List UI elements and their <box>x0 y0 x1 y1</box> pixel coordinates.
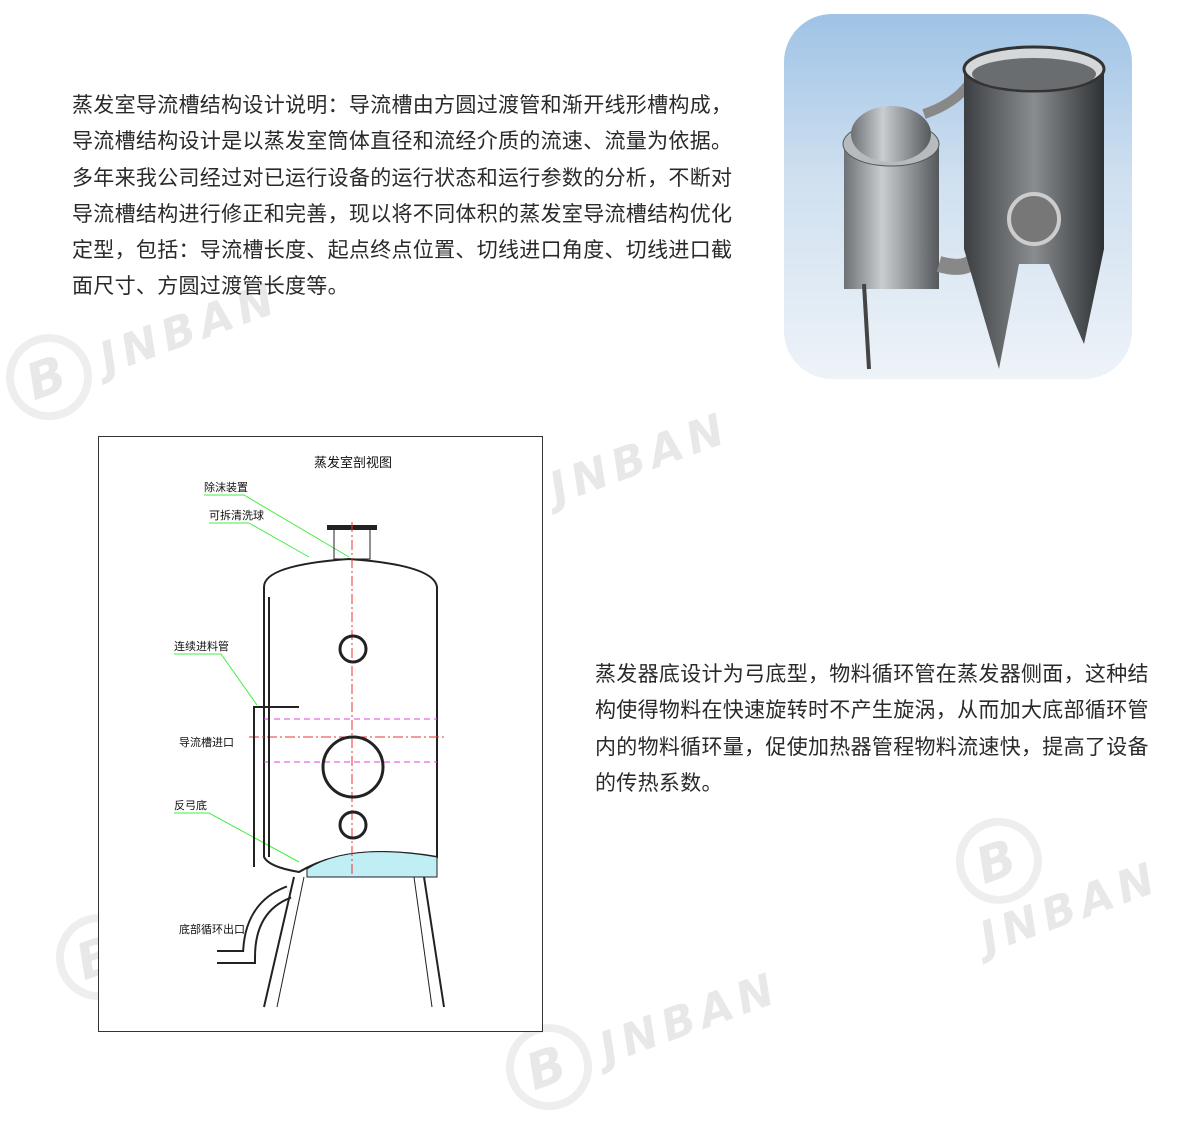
evaporator-section-diagram: 蒸发室剖视图 除沫装置 可拆清洗球 连续进料管 导流槽进口 反弓底 底部循环出口 <box>98 436 543 1032</box>
evaporator-photo <box>784 14 1132 379</box>
label-outlet: 底部循环出口 <box>179 922 245 936</box>
structure-description: 蒸发室导流槽结构设计说明：导流槽由方圆过渡管和渐开线形槽构成，导流槽结构设计是以… <box>72 93 733 299</box>
label-feed-pipe: 连续进料管 <box>174 639 229 653</box>
label-inlet: 导流槽进口 <box>179 735 234 749</box>
diagram-title: 蒸发室剖视图 <box>314 455 392 471</box>
label-spray-ball: 可拆清洗球 <box>209 508 264 522</box>
label-bottom: 反弓底 <box>174 798 207 812</box>
label-demister: 除沫装置 <box>204 480 248 494</box>
bottom-design-description: 蒸发器底设计为弓底型，物料循环管在蒸发器侧面，这种结构使得物料在快速旋转时不产生… <box>595 662 1149 795</box>
